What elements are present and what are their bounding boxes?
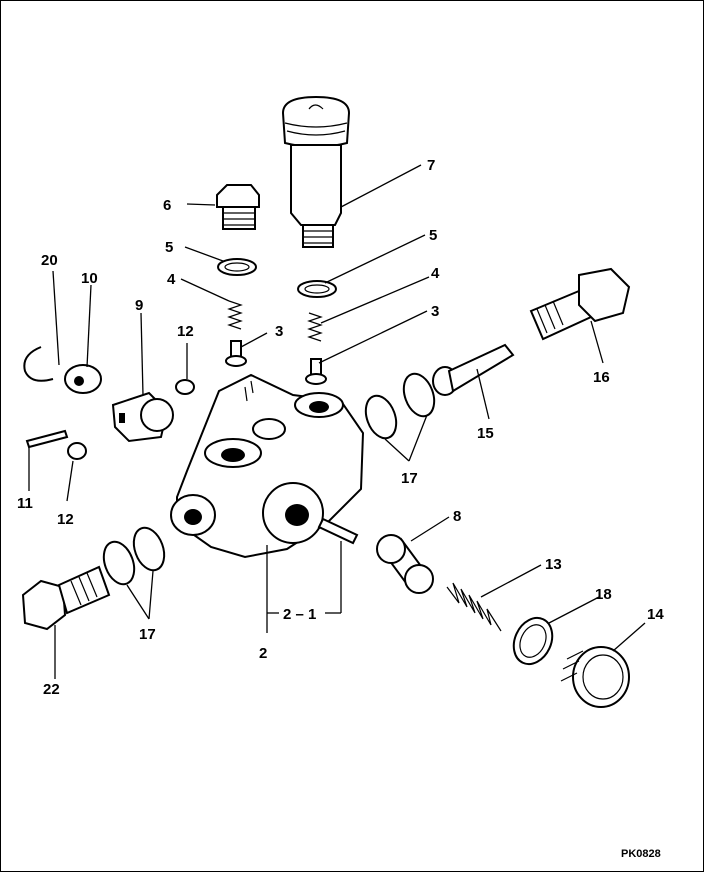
part-5-washer-right [297,280,337,298]
callout-17-right: 17 [401,470,418,487]
part-9-lever [111,391,174,443]
callout-16: 16 [593,369,610,386]
callout-15: 15 [477,425,494,442]
part-16-banjo-bolt [529,267,631,341]
part-2-pump-body [170,373,365,559]
callout-11: 11 [17,495,33,512]
callout-8: 8 [453,508,461,525]
callout-18: 18 [595,586,612,603]
part-2-1-pin [317,517,359,545]
callout-22: 22 [43,681,60,698]
part-20-snap-ring [23,346,54,382]
part-12-nut-bottom [67,442,87,460]
part-11-pin [25,429,69,449]
part-4-spring-left [227,300,243,330]
part-8-piston [376,534,434,594]
washer-inner-right [304,284,330,294]
callout-12-bottom: 12 [57,511,74,528]
callout-13: 13 [545,556,562,573]
leader-lines [28,164,646,679]
part-17-gasket-a [364,394,398,440]
callout-2: 2 [259,645,267,662]
part-12-nut-top [175,379,195,395]
part-3-valve-left [225,340,247,367]
callout-12-top: 12 [177,323,194,340]
part-14-plug [560,646,630,708]
part-13-spring [446,582,502,632]
reference-code: PK0828 [621,848,661,860]
callout-10: 10 [81,270,98,287]
callout-9: 9 [135,297,143,314]
callout-6: 6 [163,197,171,214]
part-15-plunger [432,343,515,396]
callout-17-left: 17 [139,626,156,643]
washer-inner-left [224,262,250,272]
part-17-gasket-c [102,540,136,586]
callout-7: 7 [427,157,435,174]
part-18-gasket [512,616,554,666]
part-4-spring-right [307,312,323,342]
callout-4-right: 4 [431,265,440,282]
callout-2-1: 2 – 1 [283,606,316,623]
part-7-priming-pump [281,95,351,248]
callout-3-left: 3 [275,323,283,340]
part-3-valve-right [305,358,327,385]
callout-5-right: 5 [429,227,437,244]
part-22-banjo-bolt [21,565,111,631]
callout-14: 14 [647,606,664,623]
part-6-plug [216,184,260,230]
callout-3-right: 3 [431,303,439,320]
gasket-inner [519,624,547,658]
callout-20: 20 [41,252,58,269]
collar-hole [74,376,84,386]
part-17-gasket-d [132,526,166,572]
part-5-washer-left [217,258,257,276]
callout-4-left: 4 [167,271,176,288]
callout-5-left: 5 [165,239,173,256]
